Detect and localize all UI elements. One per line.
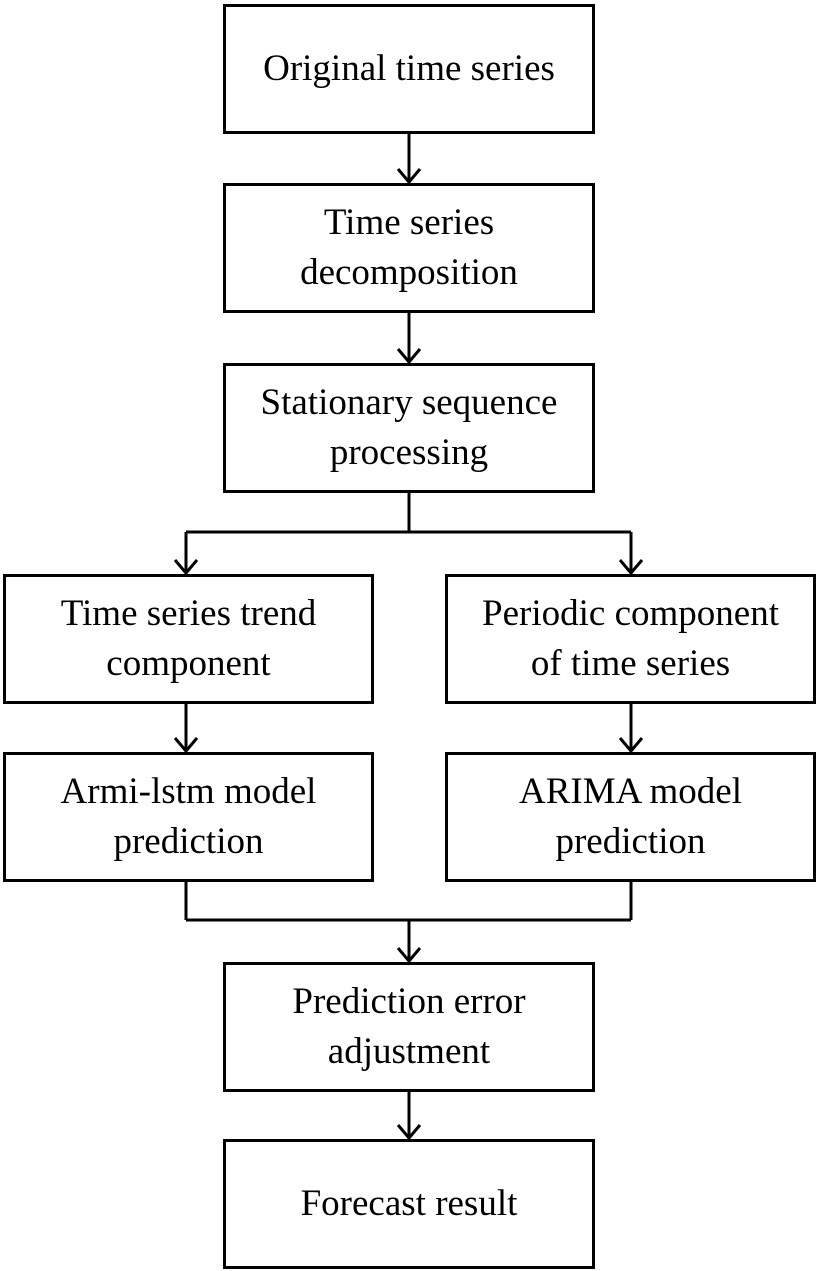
node-label: Time series decomposition xyxy=(300,202,518,293)
node-time-series-decomposition: Time series decomposition xyxy=(223,183,595,313)
node-label: Periodic component of time series xyxy=(482,593,779,684)
node-original-time-series: Original time series xyxy=(223,4,595,134)
arrow-trend-to-armi-lstm xyxy=(173,704,199,754)
node-label: Original time series xyxy=(263,48,555,89)
node-stationary-sequence-processing: Stationary sequence processing xyxy=(223,363,595,493)
node-label: Armi-lstm model prediction xyxy=(60,771,317,862)
node-arima-prediction: ARIMA model prediction xyxy=(445,752,816,882)
node-forecast-result: Forecast result xyxy=(223,1139,595,1269)
node-label: Prediction error adjustment xyxy=(292,981,526,1072)
arrow-error-adjustment-to-forecast xyxy=(396,1092,422,1141)
arrow-decomposition-to-stationary xyxy=(396,313,422,365)
node-armi-lstm-prediction: Armi-lstm model prediction xyxy=(3,752,374,882)
node-prediction-error-adjustment: Prediction error adjustment xyxy=(223,962,595,1092)
node-label: Forecast result xyxy=(300,1183,518,1224)
arrow-periodic-to-arima xyxy=(618,704,644,754)
arrow-original-to-decomposition xyxy=(396,134,422,185)
node-label: Time series trend component xyxy=(60,593,317,684)
arrow-stationary-to-branches xyxy=(173,493,644,576)
node-trend-component: Time series trend component xyxy=(3,574,374,704)
node-label: Stationary sequence processing xyxy=(260,382,558,473)
node-periodic-component: Periodic component of time series xyxy=(445,574,816,704)
node-label: ARIMA model prediction xyxy=(518,771,743,862)
arrow-models-to-error-adjustment xyxy=(184,882,633,964)
